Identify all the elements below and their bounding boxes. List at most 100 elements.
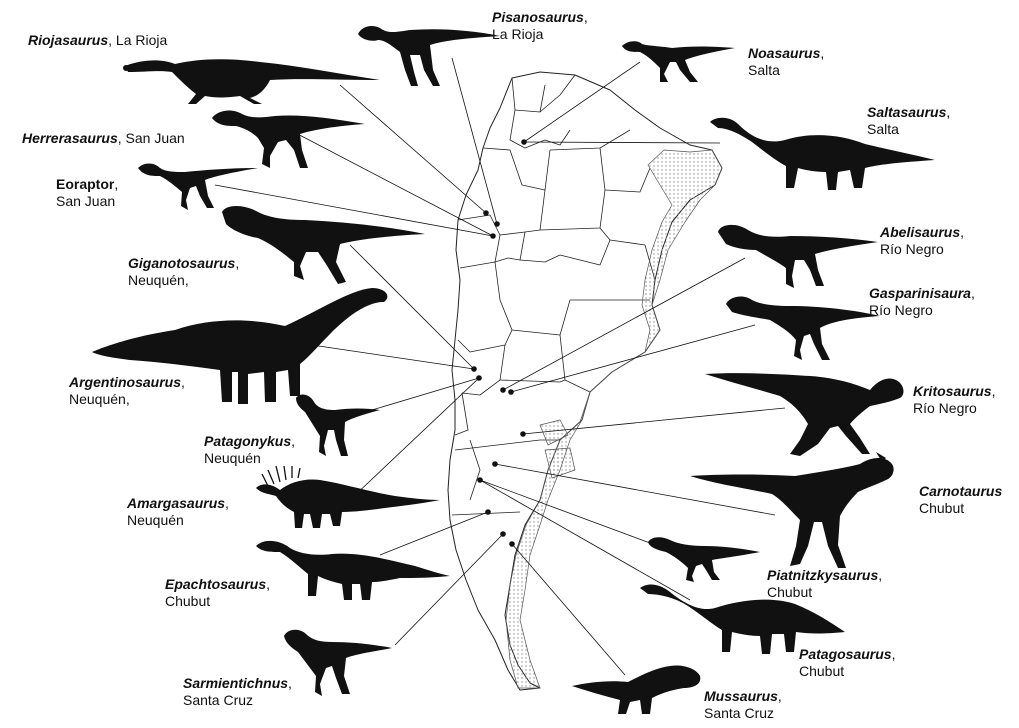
abelisaurus-silhouette — [718, 224, 878, 288]
species-name: Epachtosaurus — [165, 576, 267, 592]
species-name: Piatnitzkysaurus — [767, 567, 879, 583]
species-name: Abelisaurus — [880, 224, 961, 240]
argentina-map — [447, 71, 723, 691]
noasaurus-silhouette — [622, 41, 735, 82]
leader-lines — [214, 57, 786, 676]
province-name: Salta — [867, 121, 899, 137]
gasparinisaura-silhouette — [726, 296, 880, 360]
mussaurus-silhouette — [572, 665, 701, 714]
province-name: La Rioja — [492, 26, 544, 42]
kritosaurus-silhouette — [705, 373, 904, 456]
species-name: Carnotaurus — [919, 483, 1003, 499]
separator: , — [891, 646, 896, 662]
separator: , — [583, 9, 588, 25]
label-herrerasaurus: Herrerasaurus, San Juan — [22, 130, 185, 147]
separator: , — [820, 45, 825, 61]
label-riojasaurus: Riojasaurus, La Rioja — [28, 32, 167, 49]
label-mussaurus: Mussaurus,Santa Cruz — [704, 688, 782, 722]
leader-line — [510, 324, 756, 393]
epachtosaurus-silhouette — [256, 540, 450, 600]
label-eoraptor: Eoraptor,San Juan — [56, 176, 118, 210]
species-name: Riojasaurus — [28, 32, 109, 48]
separator: , — [181, 374, 185, 390]
province-name: Chubut — [919, 500, 965, 516]
leader-line — [394, 533, 504, 646]
species-name: Patagosaurus — [799, 646, 892, 662]
province-name: Chubut — [799, 663, 845, 679]
province-name: Río Negro — [880, 241, 944, 257]
separator: , — [777, 688, 782, 704]
province-name: Río Negro — [869, 302, 933, 318]
locality-dots — [471, 139, 527, 547]
province-borders — [451, 74, 656, 516]
giganotosaurus-silhouette — [222, 206, 425, 284]
separator: , — [970, 285, 975, 301]
label-abelisaurus: Abelisaurus,Río Negro — [880, 224, 964, 258]
label-epachtosaurus: Epachtosaurus, Chubut — [165, 576, 270, 610]
province-name: Neuquén, — [128, 272, 189, 288]
leader-line — [502, 257, 746, 391]
patagosaurus-silhouette — [640, 584, 845, 654]
eoraptor-silhouette — [138, 163, 258, 210]
province-name: Chubut — [165, 593, 211, 609]
species-name: Herrerasaurus — [22, 130, 118, 146]
separator: , — [878, 567, 883, 583]
label-gasparinisaura: Gasparinisaura,Río Negro — [869, 285, 975, 319]
leader-line — [451, 57, 498, 225]
province-name: Neuquén, — [69, 391, 130, 407]
label-sarmientichnus: Sarmientichnus,Santa Cruz — [183, 675, 292, 709]
province-name: Salta — [748, 62, 780, 78]
label-saltasaurus: Saltasaurus, Salta — [867, 104, 950, 138]
leader-line — [289, 129, 494, 237]
leader-line — [351, 377, 480, 499]
locality-dot — [485, 509, 491, 515]
separator: , — [114, 176, 119, 192]
species-name: Pisanosaurus — [492, 9, 584, 25]
province-name: Chubut — [767, 584, 813, 600]
label-argentinosaurus: Argentinosaurus, Neuquén, — [69, 374, 185, 408]
species-name: Saltasaurus — [867, 104, 947, 120]
sarmientichnus-silhouette — [284, 629, 392, 696]
leader-line — [494, 463, 776, 516]
separator: , — [946, 104, 951, 120]
separator: , — [266, 576, 271, 592]
leader-line — [522, 407, 786, 435]
species-name: Argentinosaurus — [69, 374, 182, 390]
pisanosaurus-silhouette — [358, 26, 500, 86]
label-patagosaurus: Patagosaurus, Chubut — [799, 646, 895, 680]
species-name: Amargasaurus — [127, 495, 226, 511]
province-name: La Rioja — [115, 32, 168, 48]
leader-line — [311, 344, 475, 370]
province-name: Neuquén — [127, 512, 184, 528]
silhouettes — [92, 26, 935, 714]
species-name: Noasaurus — [748, 45, 821, 61]
label-noasaurus: Noasaurus, Salta — [748, 45, 824, 79]
coastal-shelf — [505, 149, 723, 689]
piatnitzkysaurus-silhouette — [648, 537, 760, 582]
leader-line — [479, 479, 691, 601]
species-name: Sarmientichnus — [183, 675, 289, 691]
amargasaurus-silhouette — [256, 465, 440, 528]
leader-line — [523, 61, 641, 143]
separator: , — [225, 495, 229, 511]
province-name: Santa Cruz — [704, 705, 775, 721]
province-name: San Juan — [125, 130, 185, 146]
leader-line — [511, 543, 626, 676]
carnotaurus-silhouette — [690, 452, 894, 568]
province-name: Río Negro — [913, 400, 977, 416]
province-name: Neuquén — [204, 450, 261, 466]
separator: , — [117, 130, 126, 146]
species-name: Patagonykus — [204, 433, 292, 449]
label-giganotosaurus: Giganotosaurus,Neuquén, — [128, 255, 239, 289]
species-name: Eoraptor — [56, 176, 115, 192]
separator: , — [288, 675, 292, 691]
species-name: Kritosaurus — [913, 383, 992, 399]
patagonykus-silhouette — [296, 394, 380, 456]
saltasaurus-silhouette — [710, 117, 935, 190]
label-pisanosaurus: Pisanosaurus, La Rioja — [492, 9, 588, 43]
province-name: San Juan — [56, 193, 116, 209]
label-piatnitzkysaurus: Piatnitzkysaurus, Chubut — [767, 567, 882, 601]
separator: , — [108, 32, 116, 48]
